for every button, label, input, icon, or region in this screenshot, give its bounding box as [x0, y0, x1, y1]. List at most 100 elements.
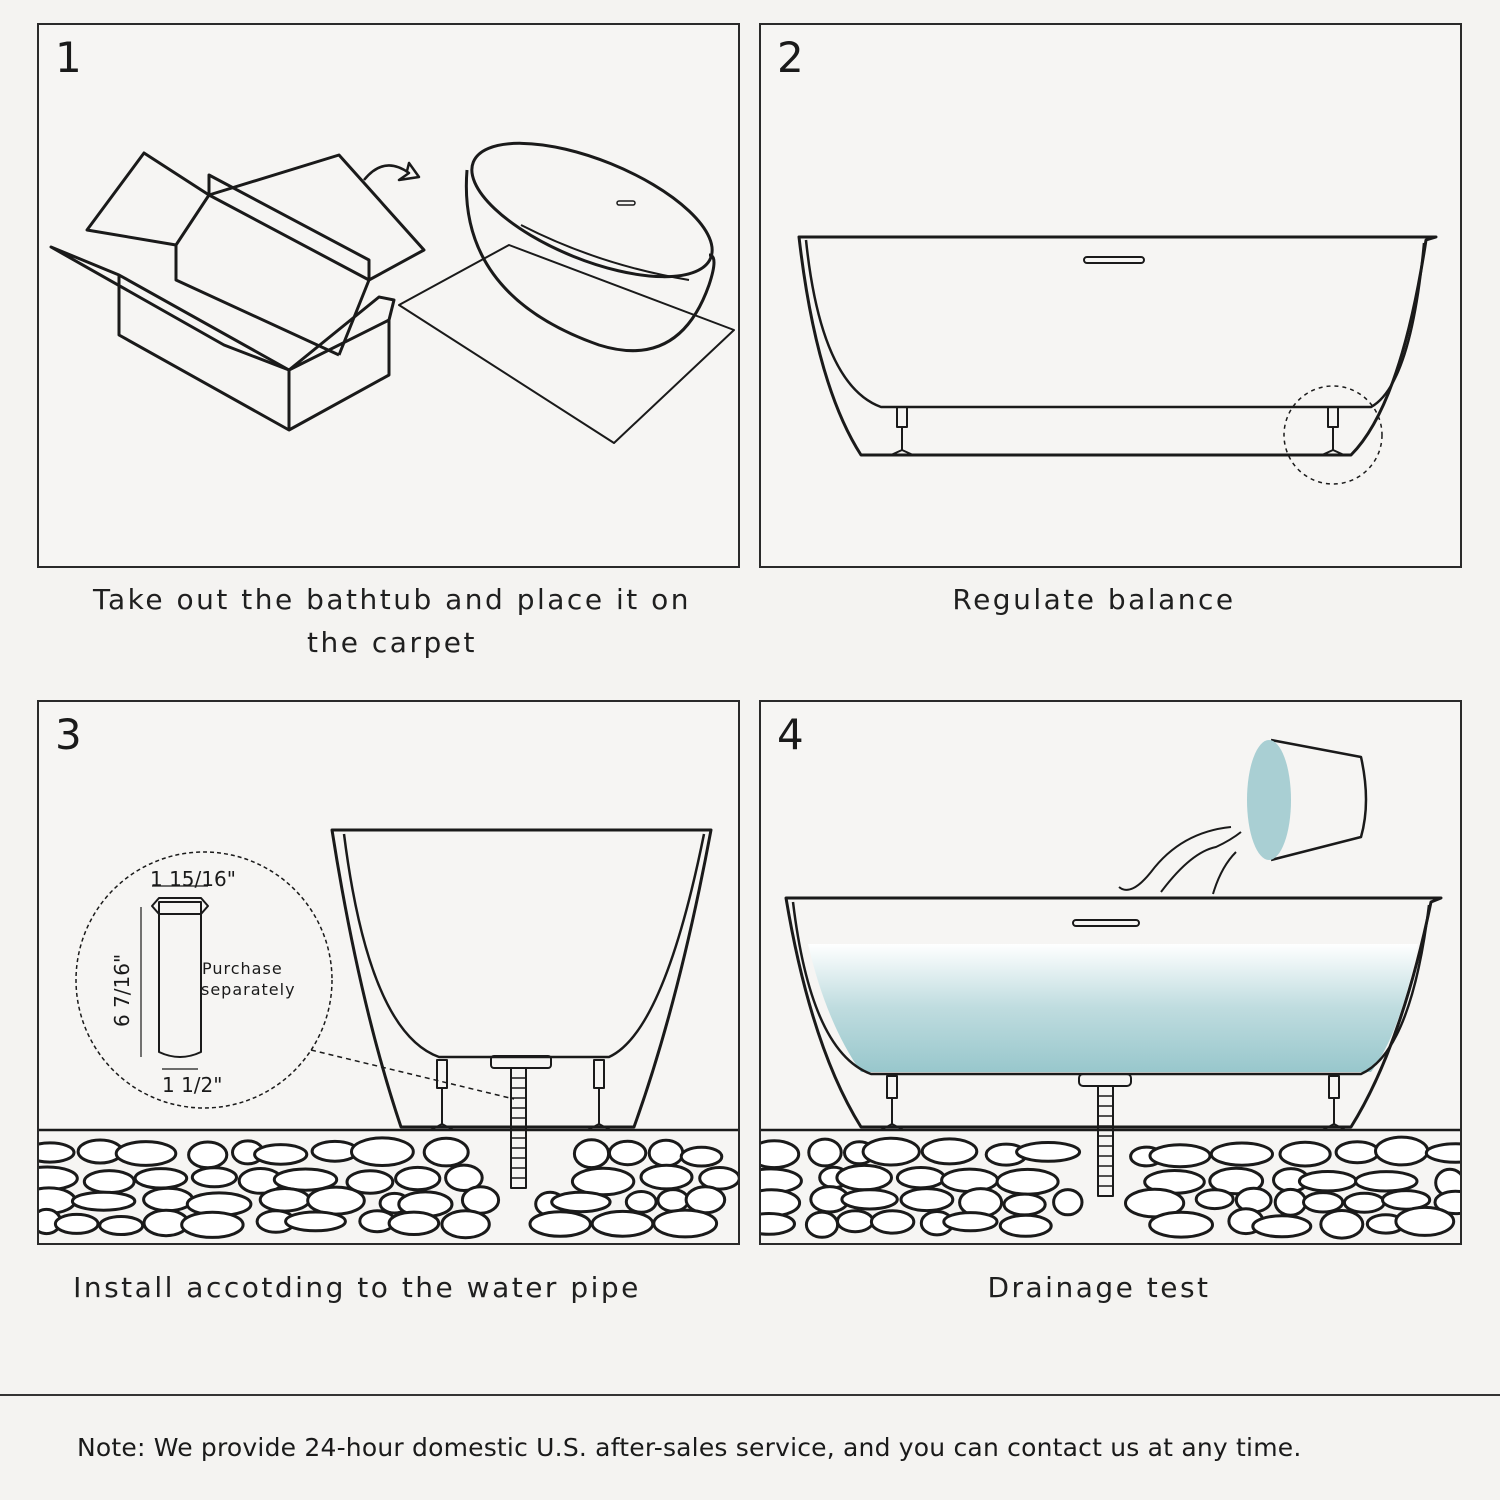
- pebble-ground: [761, 1135, 1460, 1240]
- pebble: [114, 1140, 178, 1167]
- adjustable-foot-right: [593, 1059, 605, 1089]
- pebble: [679, 1145, 724, 1168]
- unbox-illustration: [49, 141, 735, 444]
- pebble: [180, 1210, 245, 1239]
- pebble: [1354, 1170, 1419, 1193]
- pebble: [394, 1165, 442, 1192]
- pebble: [142, 1186, 195, 1213]
- box-flap-back: [207, 173, 371, 280]
- pebble: [272, 1167, 339, 1192]
- pebble: [528, 1210, 592, 1238]
- bathtub-rim: [470, 141, 714, 279]
- pebble: [624, 1190, 658, 1214]
- pipe-detail: [158, 901, 202, 1058]
- pebble: [807, 1137, 843, 1168]
- bucket: [1270, 738, 1368, 862]
- box-flap-left: [85, 151, 210, 247]
- pebble: [253, 1143, 309, 1166]
- step-2-number: 2: [777, 33, 804, 82]
- step-4-panel: 4: [759, 700, 1462, 1245]
- step-1-caption-line-1: Take out the bathtub and place it on: [93, 583, 691, 616]
- step-4-caption: Drainage test: [987, 1271, 1211, 1304]
- step-1-panel: 1: [37, 23, 740, 568]
- cardboard-box: [117, 273, 391, 432]
- pebble: [387, 1210, 441, 1236]
- pebble: [869, 1209, 916, 1235]
- pebble: [1278, 1140, 1332, 1168]
- pebble: [39, 1141, 76, 1164]
- pipe-install-illustration: 1 15/16" 6 7/16" 1 1/2" Purchase separat…: [39, 828, 738, 1240]
- purchase-note-line-2: separately: [201, 980, 296, 999]
- pebble: [284, 1210, 347, 1233]
- top-dimension-label: 1 15/16": [150, 867, 236, 891]
- step-1-caption-line-2: the carpet: [307, 626, 477, 659]
- pebble: [1015, 1141, 1082, 1163]
- pebble: [835, 1163, 893, 1192]
- footer-note: Note: We provide 24-hour domestic U.S. a…: [77, 1433, 1302, 1462]
- step-2-caption: Regulate balance: [952, 583, 1236, 616]
- carpet: [398, 244, 735, 444]
- water-fill: [808, 944, 1418, 1072]
- pebble: [1342, 1191, 1386, 1214]
- step-3-panel: 1 15/16" 6 7/16" 1 1/2" Purchase separat…: [37, 700, 740, 1245]
- pebble: [190, 1166, 238, 1189]
- pebble: [306, 1185, 366, 1216]
- pebble: [550, 1190, 612, 1214]
- pebble: [82, 1169, 136, 1195]
- step-1-number: 1: [55, 33, 82, 82]
- pebble: [1148, 1210, 1215, 1239]
- pebble: [761, 1139, 801, 1170]
- bottom-dimension-label: 1 1/2": [162, 1073, 222, 1097]
- pebble: [698, 1166, 738, 1191]
- pebble: [899, 1187, 955, 1213]
- pebble: [652, 1208, 719, 1239]
- pebble: [998, 1213, 1053, 1238]
- box-flap-front: [49, 245, 290, 372]
- pebble: [53, 1212, 100, 1235]
- pebble: [1374, 1135, 1430, 1167]
- pebble: [1433, 1189, 1460, 1216]
- adjustable-foot-left: [890, 406, 914, 456]
- pebble: [1209, 1141, 1274, 1167]
- pebble: [1302, 1191, 1345, 1214]
- step-1-caption: Take out the bathtub and place it on the…: [37, 578, 747, 664]
- pour-line-1: [1118, 826, 1232, 891]
- pebble: [639, 1163, 694, 1191]
- balance-illustration: [797, 235, 1438, 485]
- pebble: [1194, 1188, 1235, 1211]
- bathtub-side: [464, 169, 716, 353]
- water-pipe: [1097, 1085, 1114, 1197]
- overflow-drain: [1072, 919, 1140, 927]
- adjustable-foot-left: [436, 1059, 448, 1089]
- pebble: [1297, 1170, 1358, 1193]
- pebble: [761, 1212, 796, 1236]
- pebble: [187, 1140, 229, 1170]
- pebble: [422, 1136, 470, 1168]
- pebble: [350, 1136, 415, 1168]
- drain-fitting: [1078, 1073, 1132, 1087]
- step-3-caption: Install accotding to the water pipe: [73, 1271, 641, 1304]
- pebble: [1273, 1187, 1308, 1217]
- pebble: [920, 1137, 979, 1166]
- step-4-number: 4: [777, 710, 804, 759]
- pebble: [1424, 1142, 1460, 1164]
- pebble: [840, 1188, 899, 1211]
- overflow-drain: [1083, 256, 1145, 264]
- box-flap-right: [208, 153, 426, 282]
- bathtub-side: [797, 235, 1438, 457]
- pebble: [895, 1166, 946, 1190]
- step-3-number: 3: [55, 710, 82, 759]
- pebble: [1002, 1192, 1047, 1217]
- bathtub-side: [784, 896, 1443, 1129]
- pebble: [345, 1169, 395, 1195]
- pebble: [1251, 1214, 1313, 1239]
- pebble: [1052, 1188, 1084, 1217]
- drainage-illustration: [761, 738, 1460, 1240]
- pebble: [1319, 1209, 1365, 1240]
- adjustable-foot-right: [1321, 406, 1345, 456]
- overflow-drain: [616, 200, 636, 206]
- pebble: [70, 1190, 137, 1212]
- pebble: [836, 1209, 875, 1234]
- pebble: [995, 1167, 1060, 1196]
- pebble: [607, 1139, 648, 1167]
